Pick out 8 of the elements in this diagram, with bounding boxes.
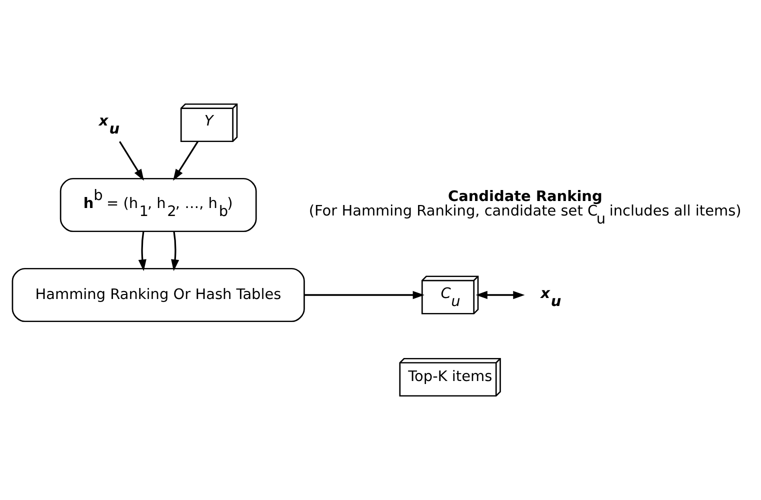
- arrow: [119, 141, 144, 181]
- arrow: [173, 141, 198, 181]
- arrow: [138, 231, 146, 272]
- label: Candidate Ranking: [448, 189, 602, 206]
- arrow: [171, 231, 180, 272]
- node-box: Hamming Ranking Or Hash Tables: [12, 268, 305, 322]
- arrow: [304, 290, 424, 300]
- arrow: [476, 290, 525, 300]
